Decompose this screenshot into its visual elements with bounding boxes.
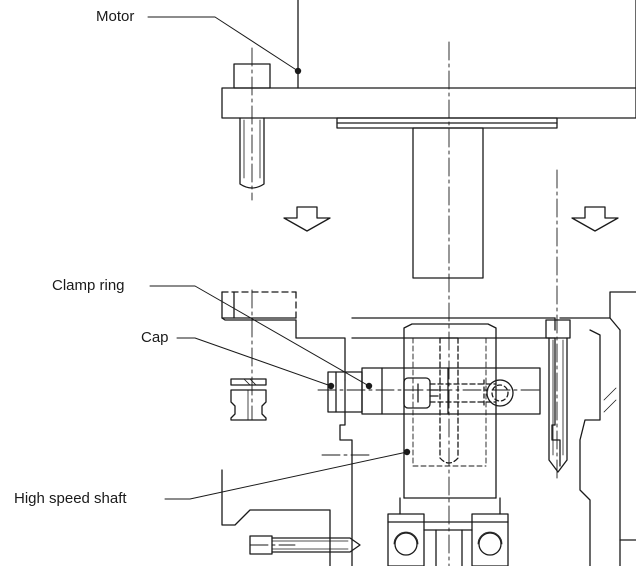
- nut: [230, 389, 267, 421]
- clamp-ring-leader: [149, 285, 370, 387]
- motor-leader: [147, 16, 299, 72]
- bolt-head-right: [545, 319, 571, 339]
- motor: [221, 0, 636, 279]
- housing-bolt-right: [545, 319, 571, 473]
- high-speed-shaft: [399, 323, 501, 515]
- shaft-leader: [164, 451, 408, 500]
- cap-label: Cap: [141, 329, 169, 346]
- washer: [230, 378, 267, 386]
- bolt-shank-right: [548, 337, 568, 473]
- clamp-screw-head: [403, 377, 431, 409]
- high-speed-shaft-label: High speed shaft: [14, 490, 127, 507]
- centerlines: [249, 41, 558, 566]
- bearing-right: [471, 513, 509, 566]
- clamp-ring-label: Clamp ring: [52, 277, 125, 294]
- cap-leader: [176, 337, 332, 387]
- motor-label: Motor: [96, 8, 135, 25]
- motor-shaft: [412, 127, 484, 279]
- down-arrow-right: [571, 206, 619, 232]
- leader-lines: [147, 16, 408, 500]
- down-arrow-left: [283, 206, 331, 232]
- nut-and-washer: [230, 378, 267, 421]
- clamp-slot: [486, 379, 514, 407]
- motor-flange: [221, 87, 636, 119]
- housing-bolt-lower: [249, 535, 361, 555]
- gear-housing: [221, 291, 636, 566]
- clamp-ring: [361, 367, 541, 415]
- bearing-left: [387, 513, 425, 566]
- leader-dots: [294, 67, 411, 456]
